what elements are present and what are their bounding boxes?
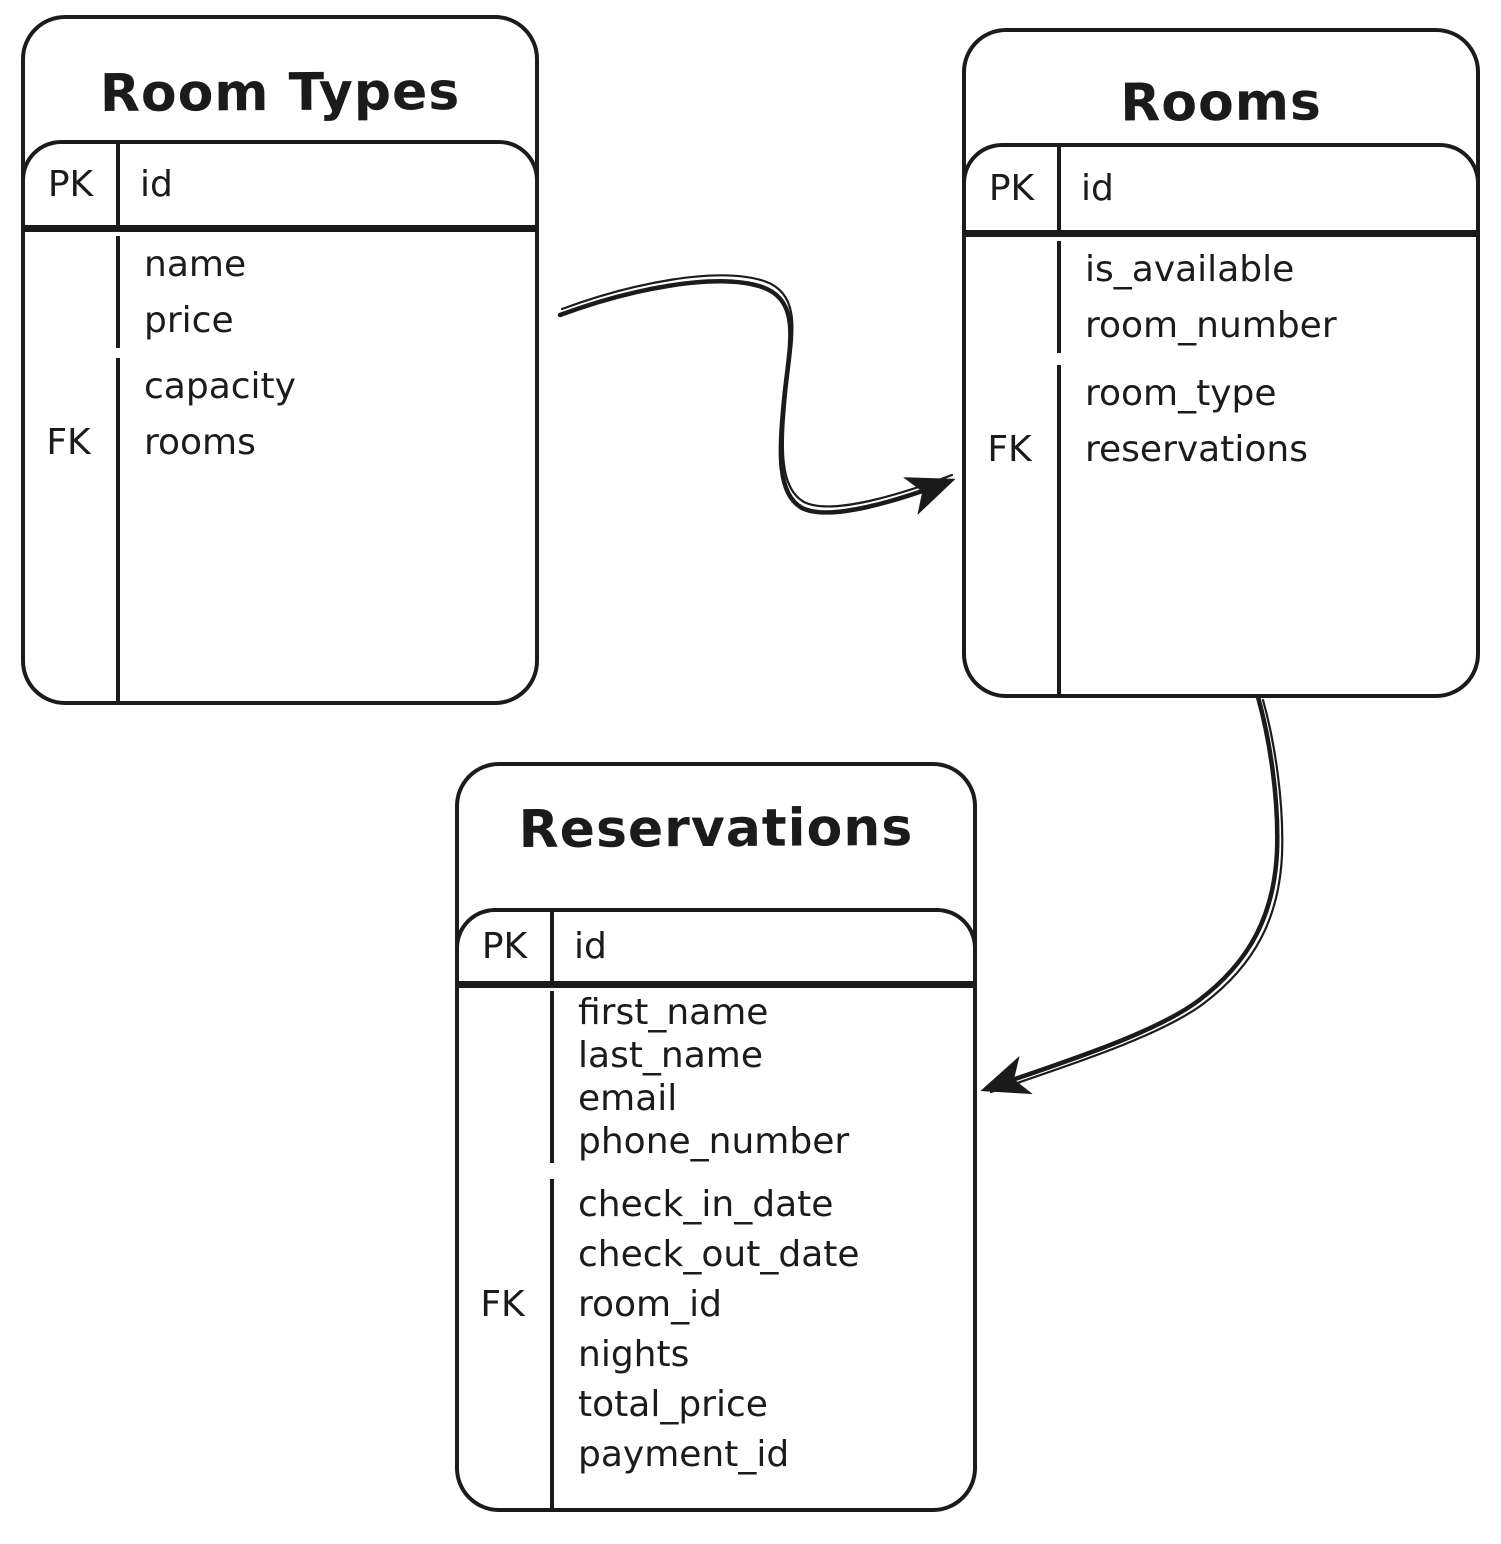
row-key-label <box>455 1120 554 1163</box>
table-row: email <box>455 1077 977 1120</box>
row-key-label <box>962 365 1061 421</box>
row-field-label: capacity <box>144 365 296 407</box>
row-field-label: payment_id <box>578 1433 790 1475</box>
table-row: price <box>21 292 539 348</box>
row-key-label <box>21 292 120 348</box>
row-key-label <box>455 1034 554 1077</box>
row-field-label: check_out_date <box>578 1233 860 1275</box>
primary-key-row: PK id <box>962 143 1480 237</box>
table-row: total_price <box>455 1379 977 1429</box>
row-field-label: is_available <box>1085 248 1295 290</box>
row-field-label: room_id <box>578 1283 722 1325</box>
key-column-space <box>21 470 120 701</box>
key-column-divider <box>21 470 539 701</box>
table-row: first_name <box>455 991 977 1034</box>
table-body: name price capacity FK rooms <box>21 232 539 701</box>
row-field-label: phone_number <box>578 1121 850 1162</box>
row-key-label <box>455 1329 554 1379</box>
table-rooms[interactable]: Rooms PK id is_available room_number roo… <box>962 28 1480 698</box>
key-column-divider <box>962 477 1480 694</box>
row-key-label <box>962 297 1061 353</box>
table-row: FK reservations <box>962 421 1480 477</box>
row-key-label <box>455 991 554 1034</box>
row-field-label: email <box>578 1078 678 1119</box>
row-field-label: last_name <box>578 1035 764 1076</box>
pk-label: PK <box>966 147 1061 230</box>
row-field-label: price <box>144 299 234 341</box>
pk-label: PK <box>459 912 554 981</box>
table-body: is_available room_number room_type FK re… <box>962 237 1480 694</box>
row-field-label: name <box>144 243 247 285</box>
table-row: FK rooms <box>21 414 539 470</box>
table-row: last_name <box>455 1034 977 1077</box>
row-field-label: reservations <box>1085 428 1308 470</box>
table-title: Room Types <box>99 61 461 124</box>
table-row: phone_number <box>455 1120 977 1163</box>
row-key-label: FK <box>21 414 120 470</box>
table-row: capacity <box>21 358 539 414</box>
row-field-label: first_name <box>578 992 769 1033</box>
row-key-label <box>455 1429 554 1479</box>
row-key-label <box>21 358 120 414</box>
arrow-rooms-to-reservations[interactable] <box>986 694 1284 1092</box>
row-key-label <box>455 1379 554 1429</box>
arrow-room-types-to-rooms[interactable] <box>557 274 952 512</box>
table-room-types[interactable]: Room Types PK id name price capacity FK … <box>21 15 539 705</box>
table-row: nights <box>455 1329 977 1379</box>
row-field-label: room_type <box>1085 372 1277 414</box>
key-column-space <box>455 1479 554 1508</box>
row-field-label: rooms <box>144 421 256 463</box>
table-row: is_available <box>962 241 1480 297</box>
table-row: payment_id <box>455 1429 977 1479</box>
row-field-label: nights <box>578 1333 690 1375</box>
table-row: name <box>21 236 539 292</box>
row-field-label: check_in_date <box>578 1183 834 1225</box>
key-column-divider <box>455 1479 977 1508</box>
row-key-label <box>962 241 1061 297</box>
primary-key-row: PK id <box>455 908 977 988</box>
table-row: FK room_id <box>455 1279 977 1329</box>
table-row: room_type <box>962 365 1480 421</box>
row-key-label <box>455 1229 554 1279</box>
pk-field-name: id <box>574 926 607 967</box>
table-row: check_out_date <box>455 1229 977 1279</box>
row-key-label <box>455 1077 554 1120</box>
pk-field-name: id <box>1081 168 1114 209</box>
pk-field-name: id <box>140 164 173 205</box>
row-field-label: total_price <box>578 1383 768 1425</box>
row-key-label <box>455 1179 554 1229</box>
table-body: first_name last_name email phone_number … <box>455 988 977 1508</box>
row-key-label <box>21 236 120 292</box>
table-reservations[interactable]: Reservations PK id first_name last_name … <box>455 762 977 1512</box>
primary-key-row: PK id <box>21 140 539 232</box>
table-title: Rooms <box>1120 71 1323 134</box>
table-title: Reservations <box>518 797 914 861</box>
row-key-label: FK <box>962 421 1061 477</box>
key-column-space <box>962 477 1061 694</box>
table-row: check_in_date <box>455 1179 977 1229</box>
row-key-label: FK <box>455 1279 554 1329</box>
pk-label: PK <box>25 144 120 225</box>
table-row: room_number <box>962 297 1480 353</box>
row-field-label: room_number <box>1085 304 1337 346</box>
